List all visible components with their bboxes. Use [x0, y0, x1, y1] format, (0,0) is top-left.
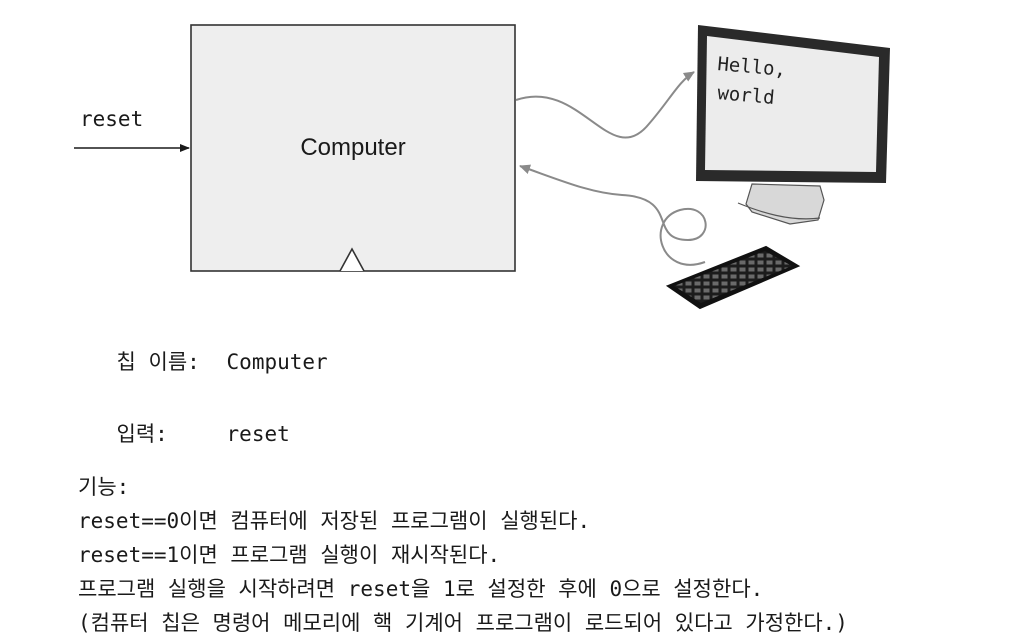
keyboard-input-wire: [519, 164, 707, 266]
screen-output-wire: [515, 71, 695, 139]
monitor-icon: [696, 25, 890, 225]
spec-function-line-4: (컴퓨터 칩은 명령어 메모리에 핵 기계어 프로그램이 로드되어 있다고 가정…: [78, 611, 848, 635]
computer-chip-label: Computer: [300, 134, 405, 161]
spec-function-line-1: reset==0이면 컴퓨터에 저장된 프로그램이 실행된다.: [78, 509, 591, 533]
spec-chip-name-row: 칩 이름: Computer: [78, 326, 848, 398]
keyboard-icon: [665, 245, 801, 310]
spec-function-line-2: reset==1이면 프로그램 실행이 재시작된다.: [78, 543, 501, 567]
chip-specification: 칩 이름: Computer 입력: reset 기능: reset==0이면 컴퓨…: [78, 326, 848, 640]
spec-input-row: 입력: reset: [78, 398, 848, 470]
screen-text-line-2: world: [717, 82, 776, 109]
spec-input-label: 입력:: [116, 422, 168, 446]
reset-input-label: reset: [80, 107, 143, 131]
clock-triangle: [339, 247, 365, 272]
spec-input-value: reset: [226, 422, 290, 446]
spec-function-line-3: 프로그램 실행을 시작하려면 reset을 1로 설정한 후에 0으로 설정한다…: [78, 577, 764, 601]
computer-diagram: reset Computer Hello, world: [74, 24, 890, 310]
spec-chip-name-label: 칩 이름:: [116, 350, 200, 374]
spec-chip-name-value: Computer: [226, 350, 328, 374]
spec-function-label: 기능:: [78, 475, 130, 499]
